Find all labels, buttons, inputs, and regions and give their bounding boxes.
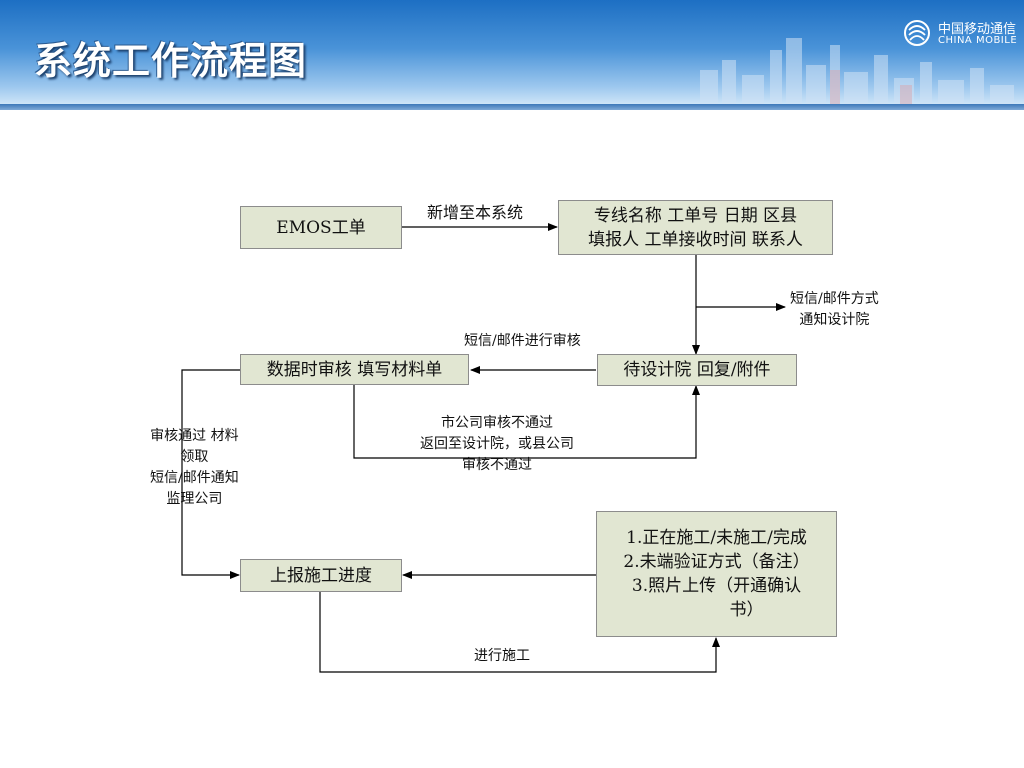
- logo-text-cn: 中国移动通信: [938, 22, 1017, 37]
- report-progress-label: 上报施工进度: [270, 565, 372, 586]
- construction-status-node: 1.正在施工/未施工/完成 2.未端验证方式（备注） 3.照片上传（开通确认 书…: [596, 511, 837, 637]
- report-progress-node: 上报施工进度: [240, 559, 402, 592]
- city-skyline-image: [700, 38, 1014, 108]
- label-reject: 市公司审核不通过 返回至设计院，或县公司 审核不通过: [420, 413, 574, 476]
- emos-ticket-node: EMOS工单: [240, 206, 402, 249]
- status-line-3: 3.照片上传（开通确认: [631, 576, 802, 596]
- audit-node: 数据时审核 填写材料单: [240, 354, 469, 385]
- label-approve-line4: 监理公司: [166, 491, 223, 507]
- label-sms-audit: 短信/邮件进行审核: [464, 333, 581, 349]
- label-reject-line1: 市公司审核不通过: [441, 415, 553, 431]
- logo-text-en: CHINA MOBILE: [938, 35, 1018, 46]
- status-line-4: 书）: [729, 600, 764, 620]
- await-design-node: 待设计院 回复/附件: [597, 354, 797, 386]
- header-divider: [0, 104, 1024, 110]
- china-mobile-logo-icon: [904, 20, 930, 46]
- china-mobile-logo: 中国移动通信 CHINA MOBILE: [902, 16, 1022, 52]
- label-approve-line2: 领取: [180, 449, 209, 465]
- status-line-2: 2.未端验证方式（备注）: [623, 552, 810, 572]
- label-notify-design-line1: 短信/邮件方式: [790, 291, 879, 307]
- label-approve-line1: 审核通过 材料: [150, 428, 239, 444]
- label-approve: 审核通过 材料 领取 短信/邮件通知 监理公司: [150, 426, 239, 510]
- label-notify-design-line2: 通知设计院: [799, 312, 870, 328]
- label-construct: 进行施工: [474, 648, 530, 664]
- label-reject-line2: 返回至设计院，或县公司: [420, 436, 574, 452]
- status-line-1: 1.正在施工/未施工/完成: [626, 528, 807, 548]
- edge-audit-to-report: [181, 369, 240, 579]
- label-reject-line3: 审核不通过: [462, 457, 532, 473]
- emos-ticket-label: EMOS工单: [276, 217, 366, 238]
- label-notify-design: 短信/邮件方式 通知设计院: [790, 289, 879, 331]
- await-design-label: 待设计院 回复/附件: [623, 360, 771, 380]
- ticket-fields-line1: 专线名称 工单号 日期 区县: [593, 205, 798, 226]
- edge-audit-reject-loop: [353, 385, 700, 459]
- slide-header: 系统工作流程图 中国移动通信 CHINA MOBILE: [0, 0, 1024, 108]
- ticket-fields-node: 专线名称 工单号 日期 区县 填报人 工单接收时间 联系人: [558, 200, 833, 255]
- ticket-fields-line2: 填报人 工单接收时间 联系人: [588, 229, 803, 250]
- edge-report-to-status: [319, 592, 720, 673]
- slide-title: 系统工作流程图: [34, 39, 308, 83]
- label-add-to-system: 新增至本系统: [427, 203, 524, 222]
- audit-label: 数据时审核 填写材料单: [266, 359, 443, 380]
- label-approve-line3: 短信/邮件通知: [150, 470, 239, 486]
